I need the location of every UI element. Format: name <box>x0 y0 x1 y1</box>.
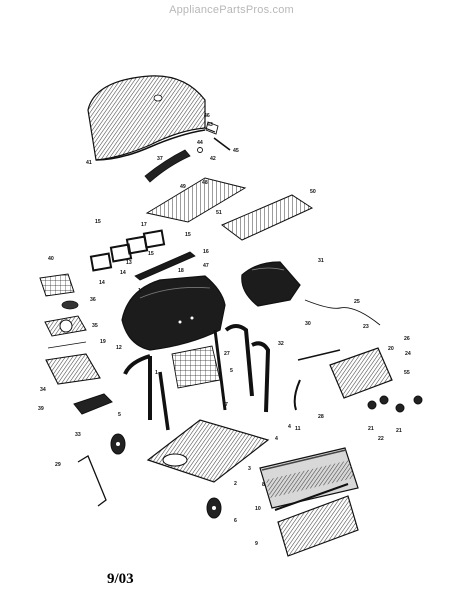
callout: 20 <box>388 346 394 352</box>
grill-lid <box>87 75 206 161</box>
callout: 15 <box>185 232 191 238</box>
callout: 29 <box>55 462 61 468</box>
callout: 48 <box>202 180 208 186</box>
callout: 12 <box>116 345 122 351</box>
callout: 24 <box>405 351 411 357</box>
callout: 19 <box>100 339 106 345</box>
callout: 13 <box>126 260 132 266</box>
callout: 7 <box>225 402 228 408</box>
callout: 14 <box>120 270 126 276</box>
side-shelf <box>45 341 101 385</box>
callout: 1 <box>155 370 158 376</box>
grease-cup-assembly <box>44 300 87 337</box>
callout: 30 <box>305 321 311 327</box>
callout: 41 <box>86 160 92 166</box>
heat-deflector <box>134 251 196 281</box>
callout: 16 <box>203 249 209 255</box>
callout: 51 <box>216 210 222 216</box>
callout: 35 <box>92 323 98 329</box>
callout: 26 <box>404 336 410 342</box>
callout: 5 <box>230 368 233 374</box>
rear-panel <box>171 345 221 389</box>
watermark: AppliancePartsPros.com <box>169 4 294 16</box>
callout: 37 <box>157 156 163 162</box>
callout: 50 <box>310 189 316 195</box>
warming-rack <box>221 194 314 241</box>
callout-labels: 41 46 43 44 45 42 37 48 49 50 51 15 17 1… <box>38 113 411 547</box>
side-burner-lid <box>241 261 301 307</box>
callout: 10 <box>255 506 261 512</box>
callout: 55 <box>404 370 410 376</box>
lid-handle <box>144 149 191 183</box>
control-panel <box>329 347 423 413</box>
callout: 31 <box>318 258 324 264</box>
briquette-grid <box>39 273 75 297</box>
callout: 9 <box>255 541 258 547</box>
callout: 15 <box>148 251 154 257</box>
callout: 34 <box>40 387 46 393</box>
door-handle <box>274 483 349 511</box>
burner-brackets <box>89 229 166 272</box>
callout: 46 <box>204 113 210 119</box>
callout: 42 <box>210 156 216 162</box>
callout: 25 <box>354 299 360 305</box>
callout: 18 <box>178 268 184 274</box>
callout: 27 <box>224 351 230 357</box>
grease-tray <box>73 393 113 415</box>
cart-frame <box>123 324 271 431</box>
callout: 14 <box>99 280 105 286</box>
bottom-shelf <box>146 419 270 483</box>
date-code: 9/03 <box>107 571 134 587</box>
callout: 4 <box>288 424 291 430</box>
callout: 8 <box>262 482 265 488</box>
callout: 40 <box>48 256 54 262</box>
callout: 11 <box>295 426 301 432</box>
callout: 49 <box>180 184 186 190</box>
cooking-grate <box>145 177 247 223</box>
callout: 44 <box>197 140 203 146</box>
callout: 32 <box>278 341 284 347</box>
tank-retainer <box>77 455 107 507</box>
callout: 21 <box>368 426 374 432</box>
callout: 17 <box>141 222 147 228</box>
callout: 1 <box>138 288 141 294</box>
callout: 39 <box>38 406 44 412</box>
callout: 3 <box>248 466 251 472</box>
callout: 21 <box>396 428 402 434</box>
callout: 23 <box>363 324 369 330</box>
callout: 15 <box>95 219 101 225</box>
firebox <box>121 275 226 351</box>
callout: 2 <box>234 481 237 487</box>
gas-manifold <box>293 299 381 411</box>
front-panel <box>277 495 359 557</box>
callout: 28 <box>318 414 324 420</box>
lid-handle-parts <box>197 121 231 153</box>
front-door <box>259 447 359 509</box>
callout: 22 <box>378 436 384 442</box>
callout: 43 <box>207 122 213 128</box>
wheels <box>110 433 222 519</box>
callout: 45 <box>233 148 239 154</box>
callout: 6 <box>234 518 237 524</box>
callout: 4 <box>275 436 278 442</box>
callout: 33 <box>75 432 81 438</box>
callout: 47 <box>203 263 209 269</box>
callout: 36 <box>90 297 96 303</box>
callout: 5 <box>118 412 121 418</box>
